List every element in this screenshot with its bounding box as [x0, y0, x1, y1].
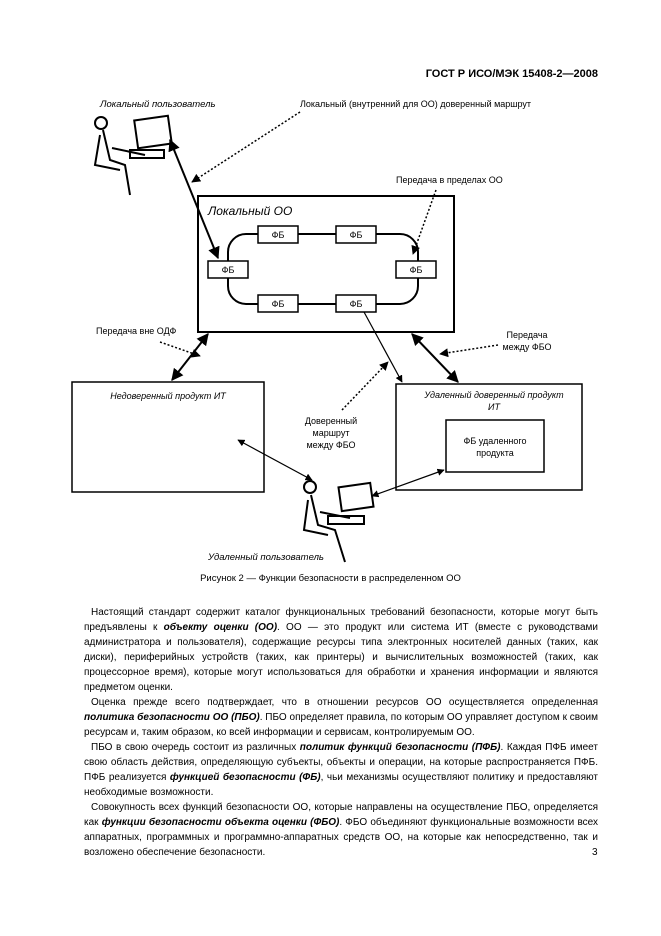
trusted-route-label-2: маршрут: [313, 428, 350, 438]
remote-fb-box: [445, 419, 545, 473]
remote-user-arrow: [237, 439, 313, 481]
svg-text:ФБ: ФБ: [222, 265, 235, 275]
remote-fb-label-2: продукта: [476, 448, 514, 458]
remote-fb-label-1: ФБ удаленного: [464, 436, 527, 446]
inter-tsf-arrow: [411, 333, 459, 383]
trusted-route-label-3: между ФБО: [306, 440, 355, 450]
svg-text:ФБ: ФБ: [350, 299, 363, 309]
remote-product-arrow: [371, 468, 445, 498]
body-text: Настоящий стандарт содержит каталог функ…: [84, 605, 598, 860]
remote-user-label: Удаленный пользователь: [207, 552, 324, 563]
local-route-leader: [191, 111, 301, 183]
svg-text:ФБ: ФБ: [272, 230, 285, 240]
local-route-arrow: [168, 138, 220, 260]
svg-text:ФБ: ФБ: [350, 230, 363, 240]
fb-box: ФБ: [395, 260, 437, 279]
inter-transfer-label-2: между ФБО: [502, 342, 551, 352]
local-route-label: Локальный (внутренний для ОО) доверенный…: [300, 99, 531, 109]
local-user-icon: [93, 114, 173, 196]
inter-transfer-label-1: Передача: [506, 330, 547, 340]
svg-text:ФБ: ФБ: [410, 265, 423, 275]
outside-transfer-label: Передача вне ОДФ: [96, 326, 176, 336]
untrusted-product-box: [71, 381, 265, 493]
fb-box: ФБ: [335, 294, 377, 313]
intra-transfer-leader: [411, 189, 437, 255]
remote-trusted-label-1: Удаленный доверенный продукт: [423, 390, 564, 400]
fb-box: ФБ: [257, 225, 299, 244]
remote-trusted-label-2: ИТ: [488, 402, 501, 412]
paragraph: Совокупность всех функций безопасности О…: [84, 802, 598, 858]
figure-caption: Рисунок 2 — Функции безопасности в распр…: [200, 573, 461, 584]
paragraph: Настоящий стандарт содержит каталог функ…: [84, 607, 598, 693]
trusted-route-arrow: [363, 311, 403, 383]
paragraph: Оценка прежде всего подтверждает, что в …: [84, 697, 598, 738]
local-toe-label: Локальный ОО: [207, 204, 292, 218]
document-header: ГОСТ Р ИСО/МЭК 15408-2—2008: [425, 68, 598, 80]
svg-text:ФБ: ФБ: [272, 299, 285, 309]
outside-transfer-arrow: [171, 333, 209, 381]
paragraph: ПБО в свою очередь состоит из различных …: [84, 742, 598, 798]
intra-transfer-label: Передача в пределах ОО: [396, 175, 503, 185]
trusted-route-label-1: Доверенный: [305, 416, 357, 426]
figure-diagram: Локальный ОО ФБ ФБ ФБ ФБ ФБ ФБ Недоверен…: [71, 99, 583, 563]
remote-user-icon: [302, 480, 375, 563]
fb-box: ФБ: [335, 225, 377, 244]
outside-transfer-leader: [159, 341, 201, 358]
fb-box: ФБ: [257, 294, 299, 313]
page-number: 3: [592, 847, 598, 858]
inter-transfer-leader: [439, 344, 499, 358]
untrusted-product-label: Недоверенный продукт ИТ: [110, 391, 227, 401]
fb-box: ФБ: [207, 260, 249, 279]
trusted-route-leader: [341, 361, 389, 411]
local-user-label: Локальный пользователь: [99, 99, 215, 110]
